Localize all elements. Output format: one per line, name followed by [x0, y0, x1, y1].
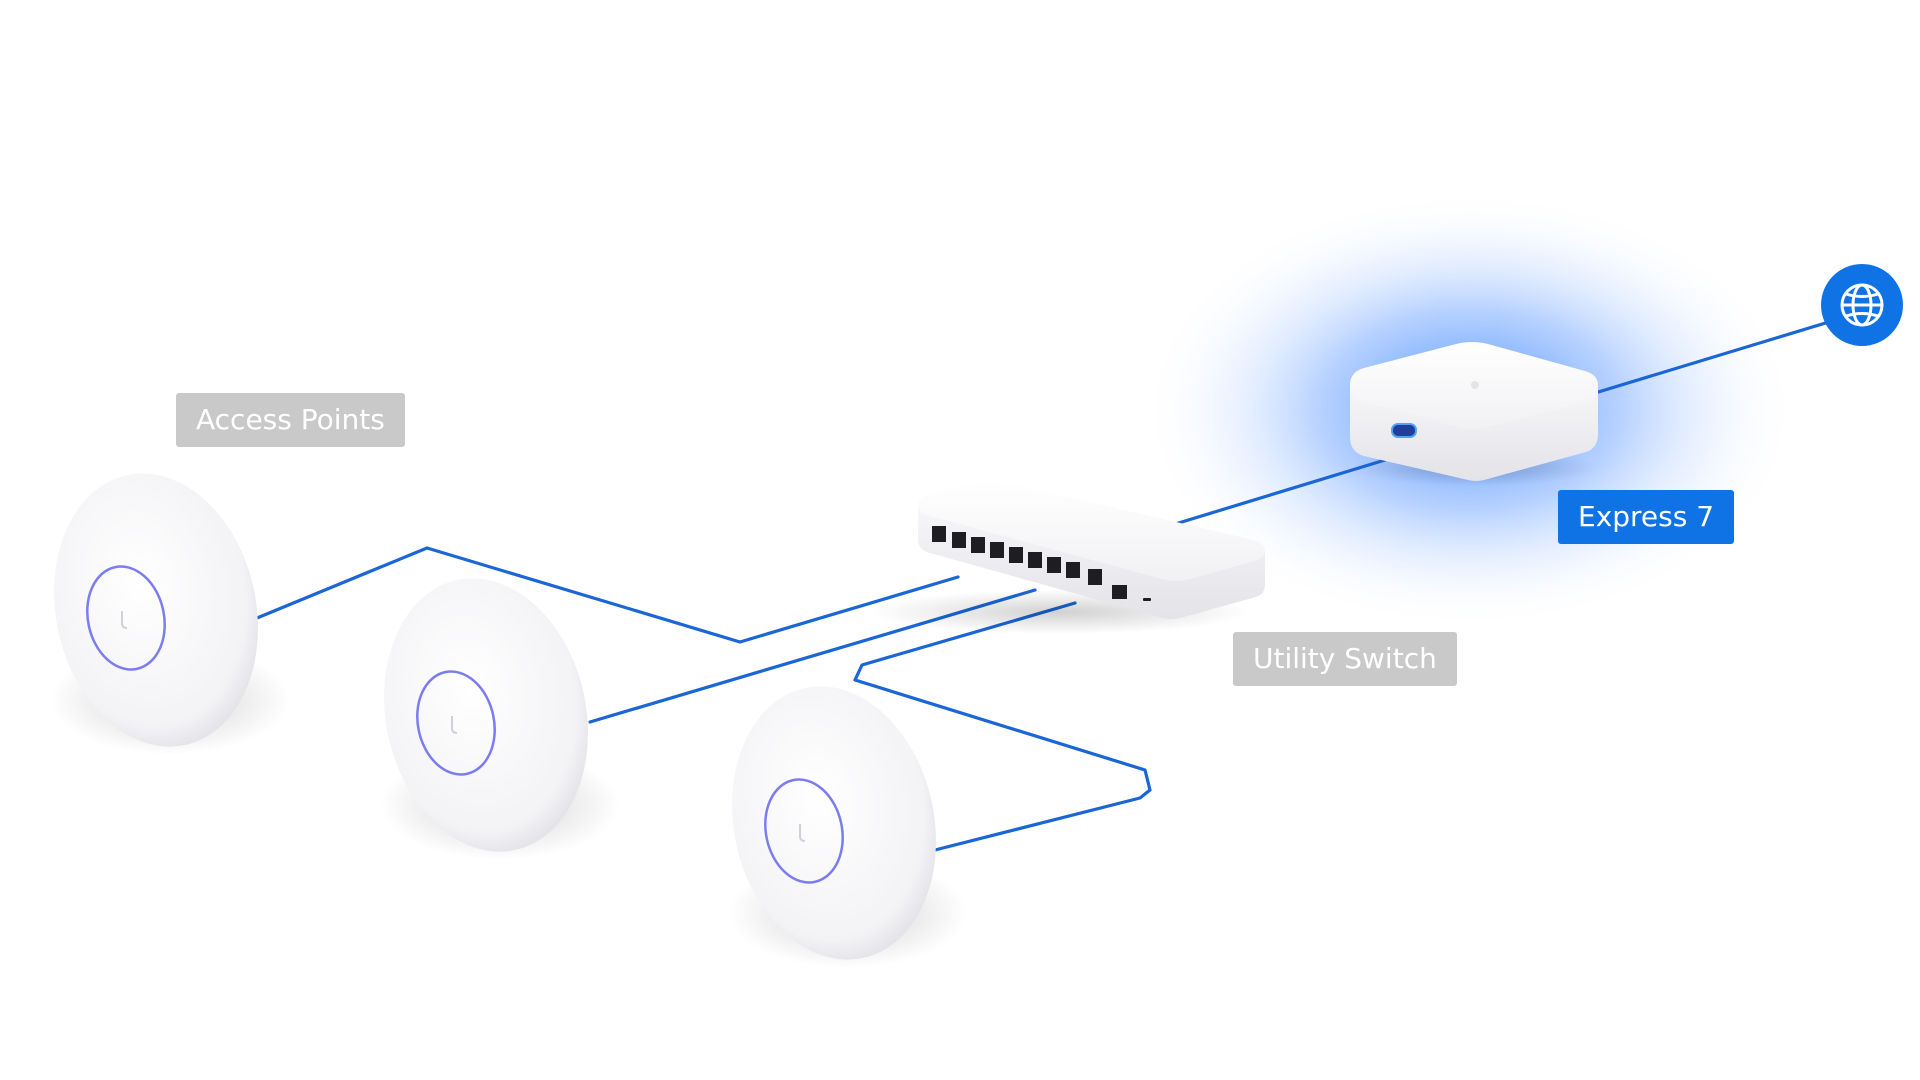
- cable-switch-to-ap-1: [255, 546, 960, 644]
- cable-gateway-to-switch: [1170, 458, 1387, 527]
- access-point-2: [380, 578, 620, 860]
- access-point-1: [50, 473, 290, 755]
- internet-node: [1821, 264, 1903, 346]
- cable-switch-to-ap-3: [853, 601, 1152, 852]
- express-gateway-device: [1350, 342, 1600, 486]
- ap-led-ring: [764, 778, 844, 884]
- ap-led-ring: [416, 670, 496, 776]
- express-7-label: Express 7: [1558, 490, 1735, 544]
- utility-switch-device: [870, 480, 1265, 634]
- access-point-3: [728, 686, 968, 968]
- cable-internet-to-gateway: [1593, 316, 1844, 395]
- switch-ethernet-ports: [932, 526, 1151, 601]
- globe-icon: [1840, 283, 1884, 327]
- cables: [255, 316, 1844, 852]
- gateway-port-led: [1391, 423, 1417, 438]
- access-points-label: Access Points: [176, 393, 405, 447]
- ap-led-ring: [86, 565, 166, 671]
- utility-switch-label: Utility Switch: [1233, 632, 1457, 686]
